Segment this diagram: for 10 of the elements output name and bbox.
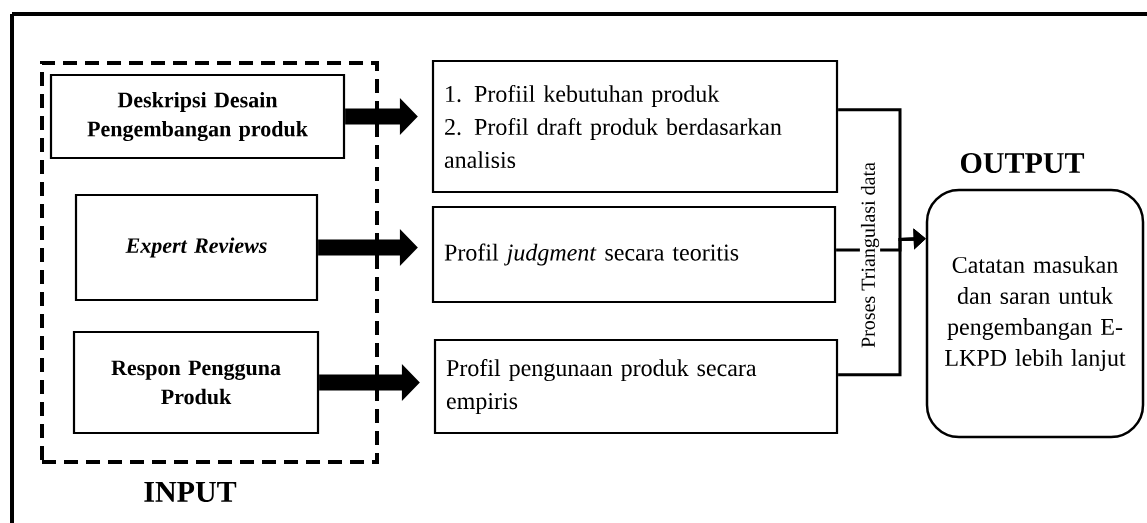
process-box: Respon Pengguna Produk <box>72 330 320 435</box>
heading: OUTPUT <box>960 152 1085 174</box>
process-box: Profil judgment secara teoritis <box>431 205 837 304</box>
heading: INPUT <box>144 482 237 502</box>
process-box: Expert Reviews <box>74 193 319 302</box>
output-box: Catatan masukan dan saran untuk pengembangan E-LKPD lebih lanjut <box>925 188 1145 439</box>
process-box: Profil pengunaan produk secara empiris <box>433 338 839 435</box>
process-box: 1. Profiil kebutuhan produk 2. Profil draft produk berdasarkan analisis <box>431 59 839 194</box>
process-box: Deskripsi Desain Pengembangan produk <box>49 73 346 160</box>
edge-label: Proses Triangulasi data <box>859 161 881 349</box>
